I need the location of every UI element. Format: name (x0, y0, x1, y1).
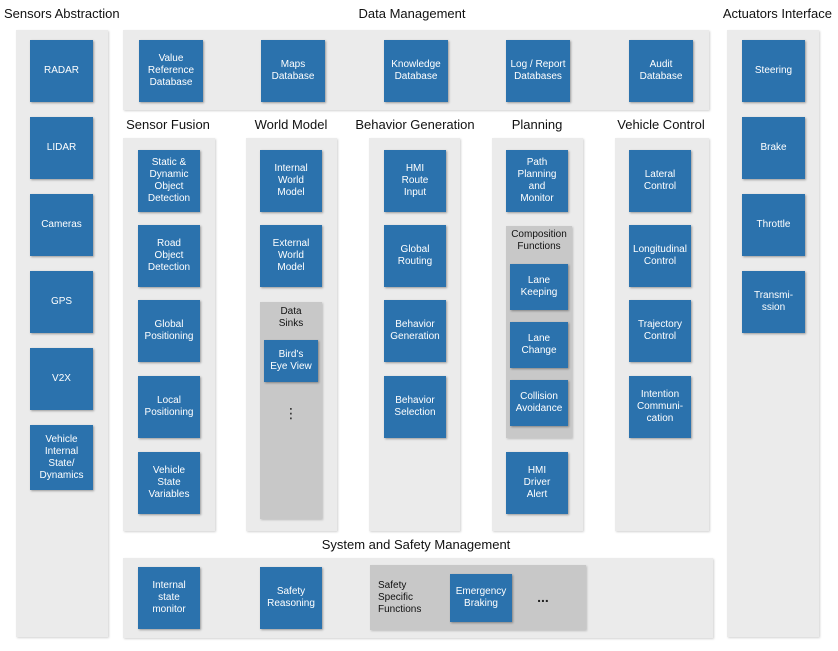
actuator-transmission[interactable]: Transmi- ssion (742, 271, 805, 333)
vehicle-control-header: Vehicle Control (617, 117, 705, 132)
safety-specific-functions-label: Safety Specific Functions (378, 580, 422, 615)
sensor-v2x[interactable]: V2X (30, 348, 93, 410)
intention-communication[interactable]: Intention Communi- cation (629, 376, 691, 438)
emergency-braking[interactable]: Emergency Braking (450, 574, 512, 622)
hmi-route-input[interactable]: HMI Route Input (384, 150, 446, 212)
hmi-driver-alert[interactable]: HMI Driver Alert (506, 452, 568, 514)
trajectory-control[interactable]: Trajectory Control (629, 300, 691, 362)
safety-functions-more: ... (537, 589, 549, 605)
world-model-header: World Model (254, 117, 328, 132)
sensor-lidar[interactable]: LIDAR (30, 117, 93, 179)
actuator-brake[interactable]: Brake (742, 117, 805, 179)
collision-avoidance[interactable]: Collision Avoidance (510, 380, 568, 426)
global-routing[interactable]: Global Routing (384, 225, 446, 287)
data-sinks-label: Data Sinks (278, 306, 304, 329)
sensor-radar[interactable]: RADAR (30, 40, 93, 102)
composition-functions-label: Composition Functions (511, 229, 567, 252)
actuator-throttle[interactable]: Throttle (742, 194, 805, 256)
internal-world-model[interactable]: Internal World Model (260, 150, 322, 212)
audit-database[interactable]: Audit Database (629, 40, 693, 102)
global-positioning[interactable]: Global Positioning (138, 300, 200, 362)
data-management-header: Data Management (358, 6, 466, 21)
value-reference-database[interactable]: Value Reference Database (139, 40, 203, 102)
lane-change[interactable]: Lane Change (510, 322, 568, 368)
log-report-databases[interactable]: Log / Report Databases (506, 40, 570, 102)
lane-keeping[interactable]: Lane Keeping (510, 264, 568, 310)
sensor-cameras[interactable]: Cameras (30, 194, 93, 256)
behavior-generation-box[interactable]: Behavior Generation (384, 300, 446, 362)
sensors-abstraction-header: Sensors Abstraction (4, 6, 120, 21)
maps-database[interactable]: Maps Database (261, 40, 325, 102)
local-positioning[interactable]: Local Positioning (138, 376, 200, 438)
actuator-steering[interactable]: Steering (742, 40, 805, 102)
knowledge-database[interactable]: Knowledge Database (384, 40, 448, 102)
road-object-detection[interactable]: Road Object Detection (138, 225, 200, 287)
vehicle-state-variables[interactable]: Vehicle State Variables (138, 452, 200, 514)
path-planning-monitor[interactable]: Path Planning and Monitor (506, 150, 568, 212)
sensor-vehicle-internal-state[interactable]: Vehicle Internal State/ Dynamics (30, 425, 93, 490)
safety-reasoning[interactable]: Safety Reasoning (260, 567, 322, 629)
sensor-fusion-header: Sensor Fusion (126, 117, 210, 132)
longitudinal-control[interactable]: Longitudinal Control (629, 225, 691, 287)
external-world-model[interactable]: External World Model (260, 225, 322, 287)
lateral-control[interactable]: Lateral Control (629, 150, 691, 212)
actuators-interface-header: Actuators Interface (722, 6, 832, 21)
behavior-selection[interactable]: Behavior Selection (384, 376, 446, 438)
static-dynamic-object-detection[interactable]: Static & Dynamic Object Detection (138, 150, 200, 212)
data-sinks-group: Data Sinks (260, 302, 322, 519)
behavior-generation-header: Behavior Generation (355, 117, 475, 132)
birds-eye-view[interactable]: Bird's Eye View (264, 340, 318, 382)
system-safety-header: System and Safety Management (321, 537, 511, 552)
data-sinks-more: ⋮ (284, 405, 298, 421)
planning-header: Planning (511, 117, 563, 132)
internal-state-monitor[interactable]: Internal state monitor (138, 567, 200, 629)
sensor-gps[interactable]: GPS (30, 271, 93, 333)
